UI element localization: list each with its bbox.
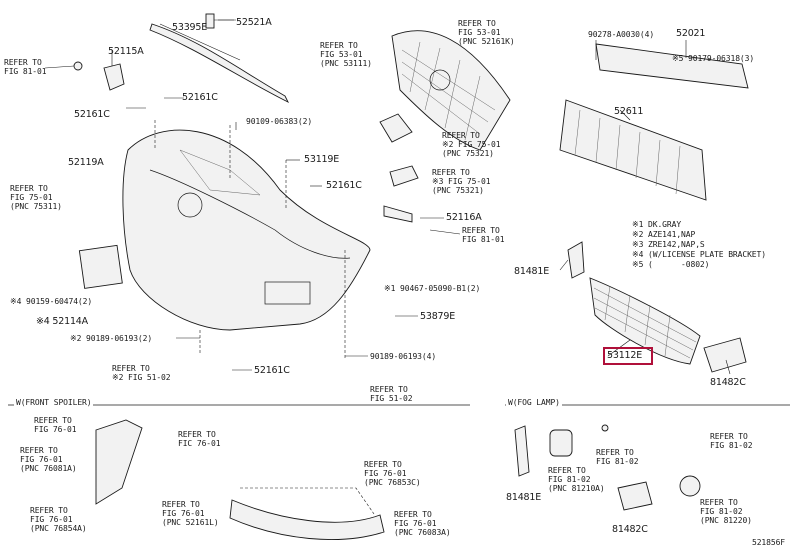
label-90189-06193-a[interactable]: ※2 90189-06193(2) xyxy=(70,334,153,343)
label-81482c-b[interactable]: 81482C xyxy=(612,524,648,535)
energy-absorber-52611 xyxy=(559,99,707,201)
label-90109-06383[interactable]: 90109-06383(2) xyxy=(246,117,313,126)
absorber-ribs xyxy=(574,109,681,195)
spoiler-lower xyxy=(229,499,385,540)
label-refer-fig5102-b[interactable]: REFER TO FIG 51-02 xyxy=(370,385,413,403)
label-53395e[interactable]: 53395E xyxy=(172,22,208,33)
spoiler-side-left xyxy=(95,419,143,505)
label-81481e-a[interactable]: 81481E xyxy=(514,266,550,277)
legend-notes: ※1 DK.GRAY ※2 AZE141,NAP ※3 ZRE142,NAP,S… xyxy=(632,220,766,269)
label-90159-60474[interactable]: ※4 90159-60474(2) xyxy=(10,297,93,306)
label-52114a[interactable]: ※4 52114A xyxy=(36,316,88,327)
label-refer-fig7501-a[interactable]: REFER TO FIG 75-01 (PNC 75311) xyxy=(10,184,62,211)
label-refer-fig8102-b[interactable]: REFER TO FIG 81-02 xyxy=(596,448,639,466)
upper-grille-mesh xyxy=(401,41,496,141)
label-refer-fig5301-b[interactable]: REFER TO FIG 53-01 (PNC 52161K) xyxy=(458,19,515,46)
fog-cover-81482c xyxy=(617,481,653,511)
lower-grille-mesh xyxy=(593,285,697,359)
section-title-front-spoiler: W(FRONT SPOILER) xyxy=(14,398,94,407)
label-52521a[interactable]: 52521A xyxy=(236,17,272,28)
label-refer-fig8102-c[interactable]: REFER TO FIG 81-02 xyxy=(710,432,753,450)
cover-81482c xyxy=(703,337,747,373)
label-52116a[interactable]: 52116A xyxy=(446,212,482,223)
grille-emblem-mount xyxy=(429,69,451,91)
label-refer-fig7501-c[interactable]: REFER TO ※3 FIG 75-01 (PNC 75321) xyxy=(432,168,491,195)
spoiler-dashed-box xyxy=(240,487,375,515)
section-title-fog-lamp: W(FOG LAMP) xyxy=(506,398,562,407)
label-refer-fig8101-b[interactable]: REFER TO FIG 81-01 xyxy=(462,226,505,244)
leader-lines xyxy=(44,19,731,375)
label-52119a[interactable]: 52119A xyxy=(68,157,104,168)
label-refer-fig7601-a[interactable]: REFER TO FIG 76-01 xyxy=(34,416,77,434)
bezel-81481e xyxy=(567,241,585,279)
label-refer-fig7501-b[interactable]: REFER TO ※2 FIG 75-01 (PNC 75321) xyxy=(442,131,501,158)
label-90278-a0030[interactable]: 90278-A0030(4) xyxy=(588,30,655,39)
fog-opening-left xyxy=(177,192,203,218)
lower-grille-53112e xyxy=(589,277,701,365)
fog-cover-left-75321-a xyxy=(379,113,413,143)
bracket-52116a xyxy=(383,205,413,223)
bumper-upper-opening xyxy=(179,149,261,196)
reinforcement-52021 xyxy=(595,43,749,89)
label-52161c-b[interactable]: 52161C xyxy=(74,109,110,120)
label-refer-fig7601-g[interactable]: REFER TO FIG 76-01 (PNC 76083A) xyxy=(394,510,451,537)
label-90189-06193-b[interactable]: 90189-06193(4) xyxy=(370,352,437,361)
label-53879e[interactable]: 53879E xyxy=(420,311,456,322)
label-refer-fig8101-a[interactable]: REFER TO FIG 81-01 xyxy=(4,58,47,76)
fog-lamp-screw xyxy=(601,424,609,432)
fog-lamp-81210a xyxy=(549,429,573,457)
bumper-cover-52119a xyxy=(122,129,371,331)
label-refer-fig7601-e[interactable]: REFER TO FIG 76-01 (PNC 52161L) xyxy=(162,500,219,527)
label-refer-fig8102-d[interactable]: REFER TO FIG 81-02 (PNC 81220) xyxy=(700,498,752,525)
label-refer-fig7601-f[interactable]: REFER TO FIG 76-01 (PNC 76854A) xyxy=(30,506,87,533)
clip-52521a xyxy=(205,13,234,29)
upper-grille xyxy=(391,30,511,151)
label-52021[interactable]: 52021 xyxy=(676,28,706,39)
license-plate-bracket xyxy=(78,244,123,289)
label-53119e[interactable]: 53119E xyxy=(304,154,340,165)
label-90179-06318[interactable]: ※5 90179-06318(3) xyxy=(672,54,755,63)
label-52611[interactable]: 52611 xyxy=(614,106,644,117)
label-90467-05090[interactable]: ※1 90467-05090-B1(2) xyxy=(384,284,481,293)
bumper-cover-inner xyxy=(149,169,351,259)
bumper-dashed-leaders xyxy=(154,120,346,360)
label-52115a[interactable]: 52115A xyxy=(108,46,144,57)
label-53112e[interactable]: 53112E xyxy=(607,350,643,361)
label-refer-fic7601-c[interactable]: REFER TO FIC 76-01 xyxy=(178,430,221,448)
bracket-52115a xyxy=(103,63,125,91)
label-52161c-c[interactable]: 52161C xyxy=(326,180,362,191)
label-81482c-a[interactable]: 81482C xyxy=(710,377,746,388)
label-52161c-a[interactable]: 52161C xyxy=(182,92,218,103)
fog-cover-left-75321-b xyxy=(389,165,419,187)
upper-molding-53395e xyxy=(149,23,290,104)
lower-opening-right xyxy=(264,281,311,305)
label-52161c-d[interactable]: 52161C xyxy=(254,365,290,376)
label-refer-fig7601-b[interactable]: REFER TO FIG 76-01 (PNC 76081A) xyxy=(20,446,77,473)
fog-bulb-81220 xyxy=(679,475,701,497)
highlighted-part-box xyxy=(603,347,653,365)
bolt-fig8101 xyxy=(73,61,83,71)
diagram-id: 521856F xyxy=(752,538,786,547)
label-refer-fig5301[interactable]: REFER TO FIG 53-01 (PNC 53111) xyxy=(320,41,372,68)
label-refer-fig8102-a[interactable]: REFER TO FIG 81-02 (PNC 81210A) xyxy=(548,466,605,493)
label-81481e-b[interactable]: 81481E xyxy=(506,492,542,503)
label-refer-fig7601-d[interactable]: REFER TO FIG 76-01 (PNC 76853C) xyxy=(364,460,421,487)
label-refer-fig5102-a[interactable]: REFER TO ※2 FIG 51-02 xyxy=(112,364,171,382)
fog-bezel-81481e xyxy=(514,425,530,477)
